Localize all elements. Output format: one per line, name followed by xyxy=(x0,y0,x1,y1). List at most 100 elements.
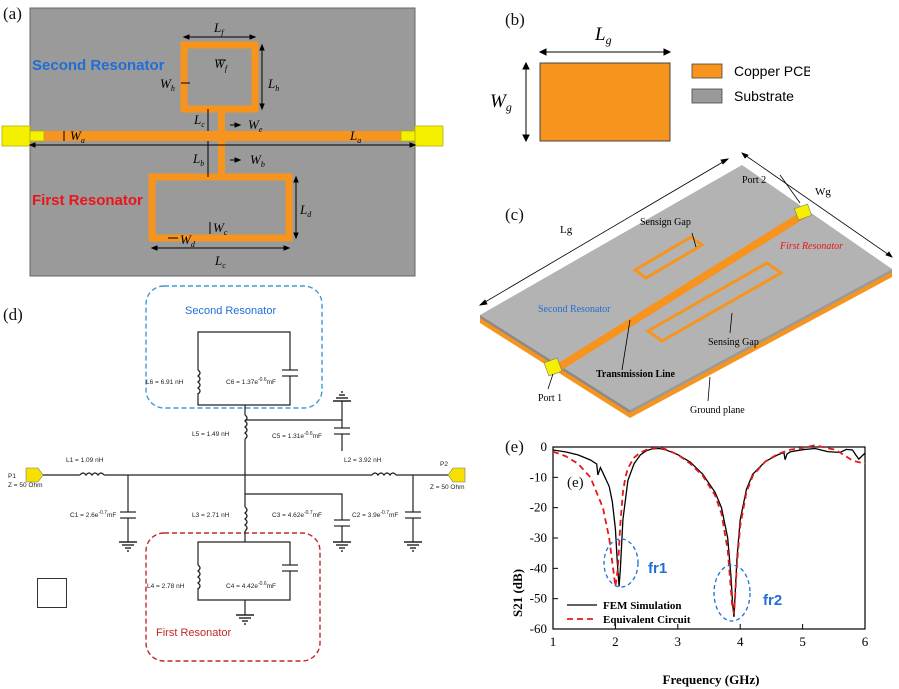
port-right xyxy=(400,125,444,147)
y-tick-label: -10 xyxy=(530,469,547,484)
label-l1: L1 = 1.09 nH xyxy=(66,457,104,464)
wg-label: Wg xyxy=(815,186,831,198)
dim-wf: W xyxy=(214,56,226,71)
port-p1 xyxy=(25,467,44,483)
ground-plane-label: Ground plane xyxy=(690,405,745,416)
svg-text:Wc: Wc xyxy=(213,220,228,237)
svg-text:Wd: Wd xyxy=(180,232,196,249)
series-line-1 xyxy=(552,444,866,614)
transmission-line-label: Transmission Line xyxy=(596,369,676,380)
fr1-marker xyxy=(603,538,639,588)
circuit-first-resonator-label: First Resonator xyxy=(156,627,232,639)
dim-lh: L xyxy=(267,76,275,91)
svg-text:Ld: Ld xyxy=(299,202,312,219)
y-tick-label: -20 xyxy=(530,500,547,515)
dim-wd: W xyxy=(180,232,192,247)
panel-b-letter: (b) xyxy=(505,10,525,29)
sensing-gap-top-label: Sensign Gap xyxy=(640,217,691,228)
dim-wb: W xyxy=(250,152,262,167)
dim-ld: L xyxy=(299,202,307,217)
legend-label-1: Equivalent Circuit xyxy=(603,614,691,626)
label-c1: C1 = 2.6e xyxy=(70,512,99,519)
label-l4: L4 = 2.78 nH xyxy=(147,583,185,590)
label-l3: L3 = 2.71 nH xyxy=(192,512,230,519)
x-tick-label: 5 xyxy=(799,634,806,649)
x-axis-label: Frequency (GHz) xyxy=(663,672,760,687)
svg-text:Lc: Lc xyxy=(214,253,226,270)
second-resonator-label: Second Resonator xyxy=(32,57,165,74)
x-tick-label: 3 xyxy=(675,634,682,649)
copper-board xyxy=(539,62,671,142)
x-tick-label: 4 xyxy=(737,634,744,649)
first-resonator-box xyxy=(145,532,321,662)
legend-label-0: FEM Simulation xyxy=(603,600,682,612)
fr1-label: fr1 xyxy=(648,560,667,577)
dim-la: L xyxy=(349,128,357,143)
port2-3d xyxy=(793,203,813,221)
label-p1: P1 xyxy=(8,473,16,480)
port1-label: Port 1 xyxy=(538,393,562,404)
transmission-line-3d xyxy=(552,211,810,371)
dim-wc: W xyxy=(213,220,225,235)
panel-a-letter: (a) xyxy=(3,4,22,23)
legend-swatch-copper xyxy=(691,63,723,79)
label-c5: C5 = 1.31e xyxy=(272,433,304,440)
fr2-label: fr2 xyxy=(763,592,782,609)
circuit-second-resonator-label: Second Resonator xyxy=(185,305,276,317)
transmission-line xyxy=(30,131,415,141)
svg-text:Wf: Wf xyxy=(214,56,229,73)
panel-c-letter: (c) xyxy=(505,205,524,224)
x-tick-label: 2 xyxy=(612,634,619,649)
dim-lb: L xyxy=(192,151,200,166)
x-tick-label: 1 xyxy=(550,634,557,649)
plot-frame xyxy=(552,446,866,630)
port-p2 xyxy=(447,467,466,483)
svg-text:C4 = 4.42e-0.6mF: C4 = 4.42e-0.6mF xyxy=(226,581,276,590)
port-left xyxy=(1,125,45,147)
svg-text:Wa: Wa xyxy=(70,128,85,145)
first-resonator-label: First Resonator xyxy=(32,192,143,209)
legend-substrate: Substrate xyxy=(734,88,794,104)
dim-wa: W xyxy=(70,128,82,143)
y-tick-label: -50 xyxy=(530,591,547,606)
legend-copper: Copper PCB xyxy=(734,63,810,79)
svg-text:C6 = 1.37e-0.6mF: C6 = 1.37e-0.6mF xyxy=(226,377,276,386)
svg-text:Lg: Lg xyxy=(594,24,612,47)
panel-b-dimensions: Lg Wg Copper PCB Substrate xyxy=(490,24,810,143)
label-p2: P2 xyxy=(440,461,448,468)
svg-text:Lf: Lf xyxy=(213,20,225,37)
first-resonator xyxy=(148,173,293,242)
second-resonator-box xyxy=(145,285,323,409)
port1-3d xyxy=(543,357,563,377)
svg-text:Lc: Lc xyxy=(193,112,205,129)
dim-lc-top: L xyxy=(193,112,201,127)
label-c6: C6 = 1.37e xyxy=(226,379,258,386)
y-axis-label: S21 (dB) xyxy=(510,569,525,617)
panel-c-3d-view: Port 2 Wg Lg Sensign Gap First Resonator… xyxy=(478,152,893,418)
label-c3: C3 = 4.62e xyxy=(272,512,304,519)
y-tick-label: -30 xyxy=(530,530,547,545)
label-p1-z: Z = 50 Ohm xyxy=(8,482,43,489)
panel-d-letter: (d) xyxy=(3,305,23,324)
svg-text:Wb: Wb xyxy=(250,152,265,169)
y-tick-label: -40 xyxy=(530,560,547,575)
svg-text:We: We xyxy=(248,117,263,134)
empty-square xyxy=(37,578,67,608)
inner-panel-letter: (e) xyxy=(567,475,584,491)
svg-text:C1 = 2.6e-0.7mF: C1 = 2.6e-0.7mF xyxy=(70,510,116,519)
y-tick-label: -60 xyxy=(530,621,547,636)
second-resonator-3d-label: Second Resonator xyxy=(538,304,611,315)
dim-lg: L xyxy=(594,24,606,45)
legend-swatch-substrate xyxy=(691,88,723,104)
label-l5: L5 = 1.49 nH xyxy=(192,431,230,438)
series-line-0 xyxy=(552,447,866,617)
dim-wh: W xyxy=(160,76,172,91)
svg-text:Wg: Wg xyxy=(490,91,512,114)
first-resonator-3d-label: First Resonator xyxy=(779,241,843,252)
dim-wg: W xyxy=(490,91,508,112)
dim-lf: L xyxy=(213,20,221,35)
port2-label: Port 2 xyxy=(742,175,766,186)
label-c2: C2 = 3.9e xyxy=(352,512,381,519)
x-tick-label: 6 xyxy=(862,634,869,649)
